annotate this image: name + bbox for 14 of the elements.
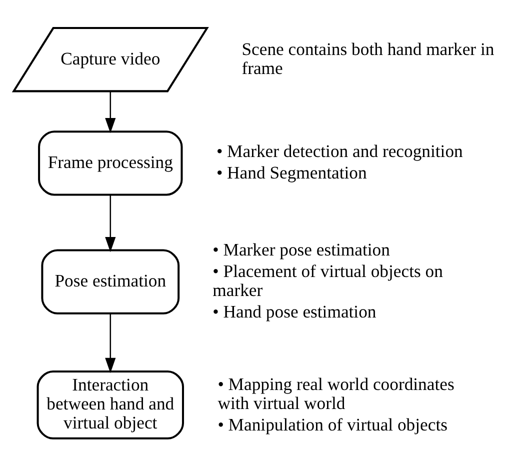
node-box: Interaction between hand and virtual object (36, 370, 184, 439)
node-box: Pose estimation (41, 248, 180, 314)
node-label: • Hand Segmentation (216, 162, 367, 182)
node-label: • Hand pose estimation (212, 300, 376, 321)
node-label: • Manipulation of virtual objects (218, 414, 448, 434)
node-label: Scene contains both hand marker in frame (242, 38, 494, 78)
arrow (105, 194, 116, 252)
arrow (105, 313, 116, 373)
node-label: • Mapping real world coordinates with virtual world (218, 374, 454, 413)
node-label: • Placement of virtual objects on marker (212, 260, 443, 300)
arrow (105, 90, 116, 133)
node-label: • Marker detection and recognition (216, 140, 463, 161)
node-label: • Marker pose estimation (212, 239, 390, 260)
node-box: Frame processing (38, 130, 183, 196)
